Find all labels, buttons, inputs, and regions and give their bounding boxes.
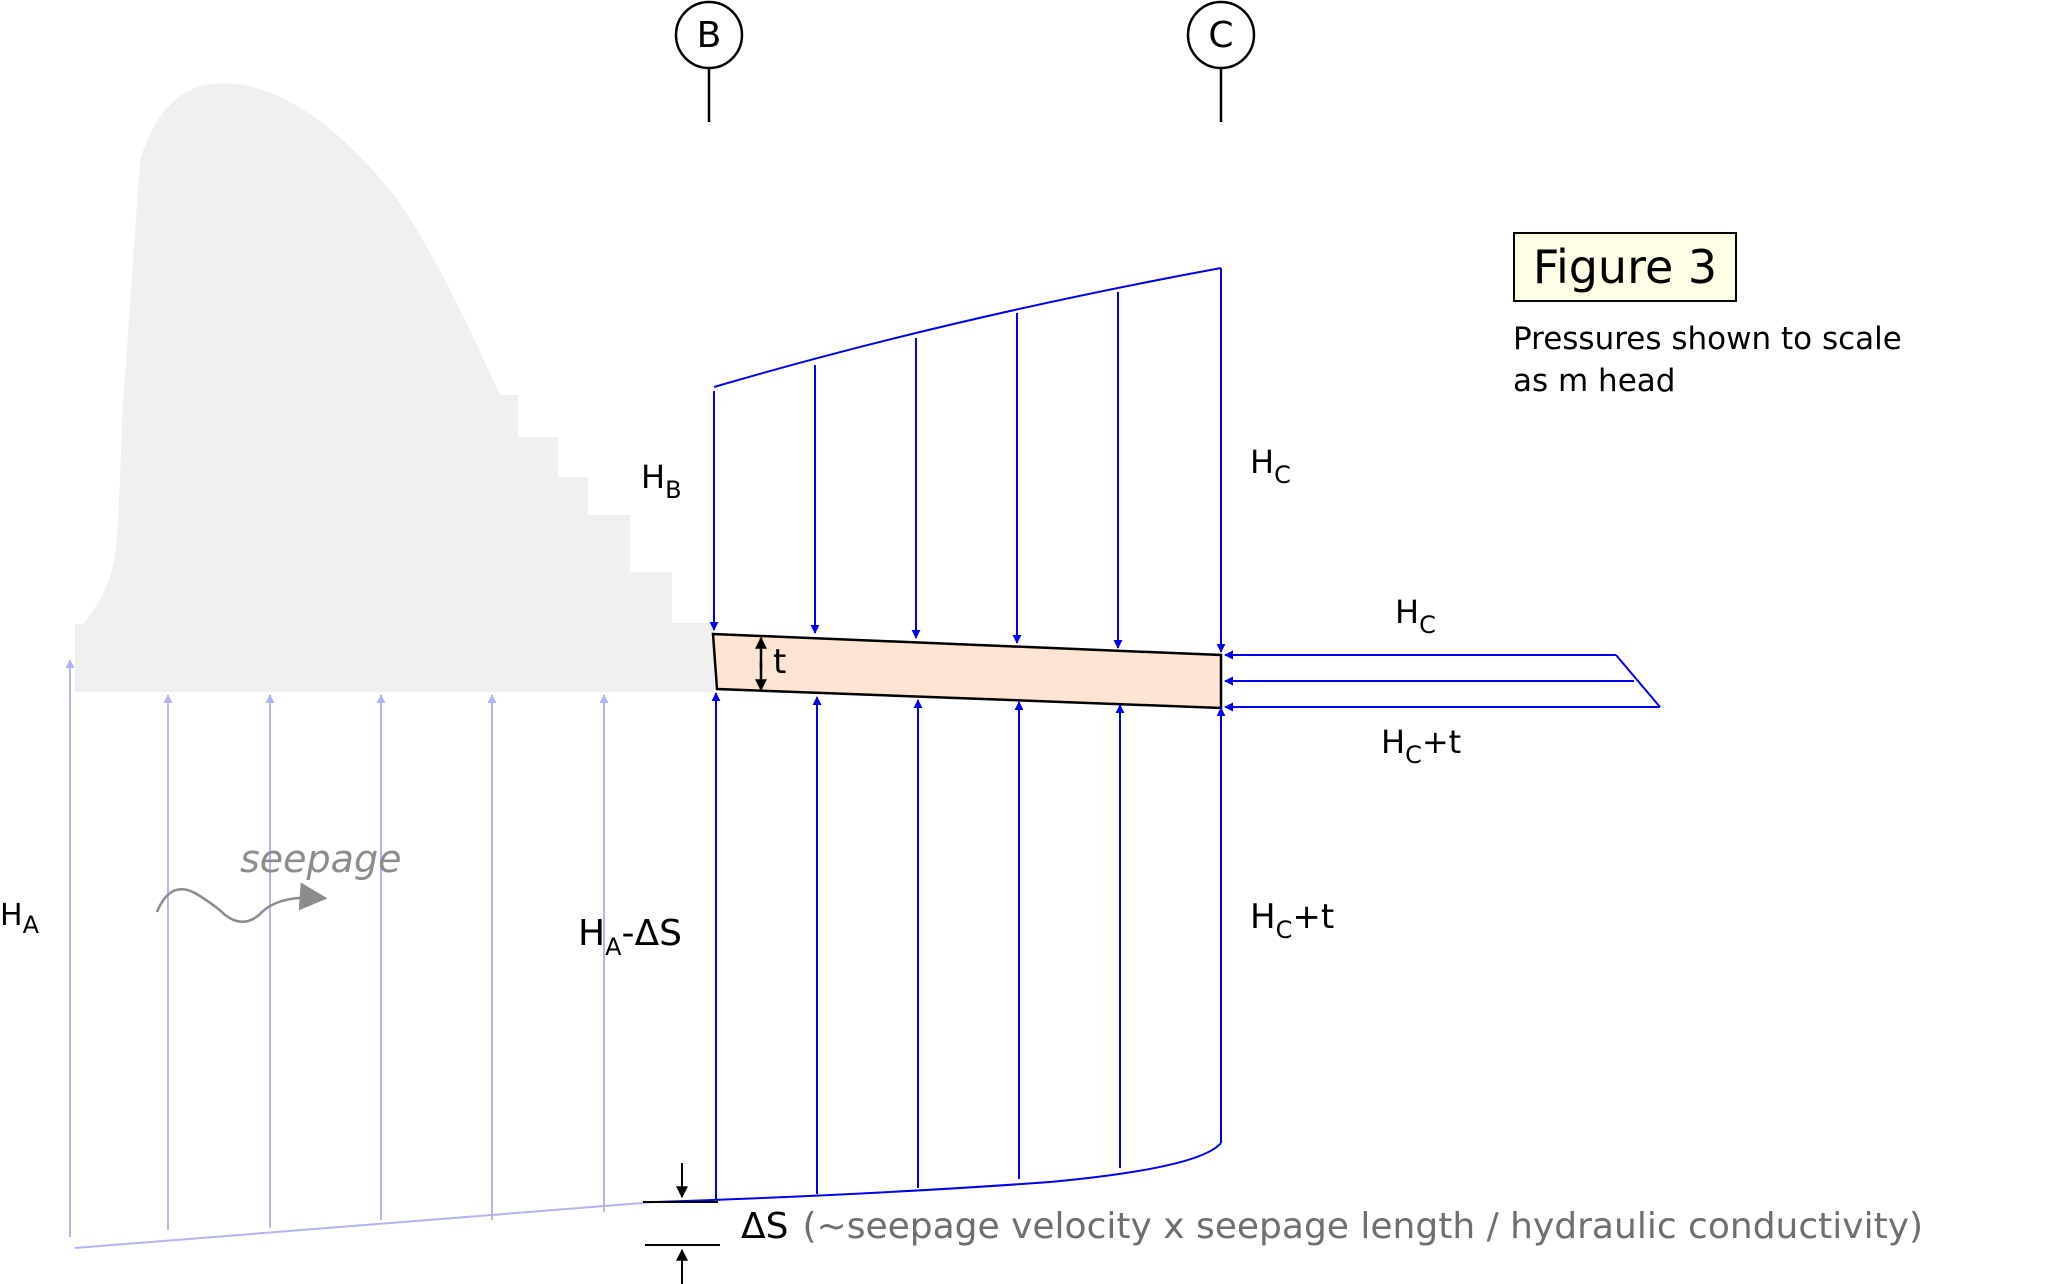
svg-text:C: C: [1208, 15, 1233, 56]
downward-pressure-arrows: [709, 267, 1226, 653]
label-hc-plus-t: HC+t: [1250, 897, 1334, 944]
figure-note: Pressures shown to scale as m head: [1513, 318, 1973, 402]
label-ha: HA: [0, 898, 40, 939]
label-hc-lateral: HC: [1395, 593, 1436, 639]
upward-pressure-arrows: [654, 692, 1226, 1203]
label-hb: HB: [641, 458, 682, 504]
label-t: t: [773, 642, 786, 682]
bottom-pressure-profile: [654, 1142, 1222, 1203]
figure-title: Figure 3: [1513, 232, 1737, 302]
top-pressure-profile: [713, 267, 1222, 388]
label-ha-minus-delta-s: HA-ΔS: [578, 913, 682, 961]
seepage-arrow: [155, 882, 328, 923]
label-hc-top: HC: [1250, 443, 1291, 489]
section-marker-b: B: [674, 0, 744, 122]
svg-text:B: B: [697, 15, 722, 56]
seepage-label: seepage: [240, 837, 401, 881]
section-marker-c: C: [1186, 0, 1256, 122]
figure-note-line-2: as m head: [1513, 363, 1676, 399]
lateral-pressure-arrows: [1224, 650, 1661, 712]
delta-s-dimension: [643, 1163, 720, 1284]
lateral-pressure-profile: [1615, 654, 1661, 708]
slab: [711, 632, 1223, 710]
dam-body: [75, 83, 714, 693]
label-hc-plus-t-lateral: HC+t: [1381, 723, 1461, 769]
figure-note-line-1: Pressures shown to scale: [1513, 321, 1902, 357]
faded-uplift-profile: [74, 1201, 656, 1249]
faded-uplift-arrows: [65, 659, 656, 1249]
label-delta-s: ΔS(~seepage velocity x seepage length / …: [741, 1206, 1923, 1247]
